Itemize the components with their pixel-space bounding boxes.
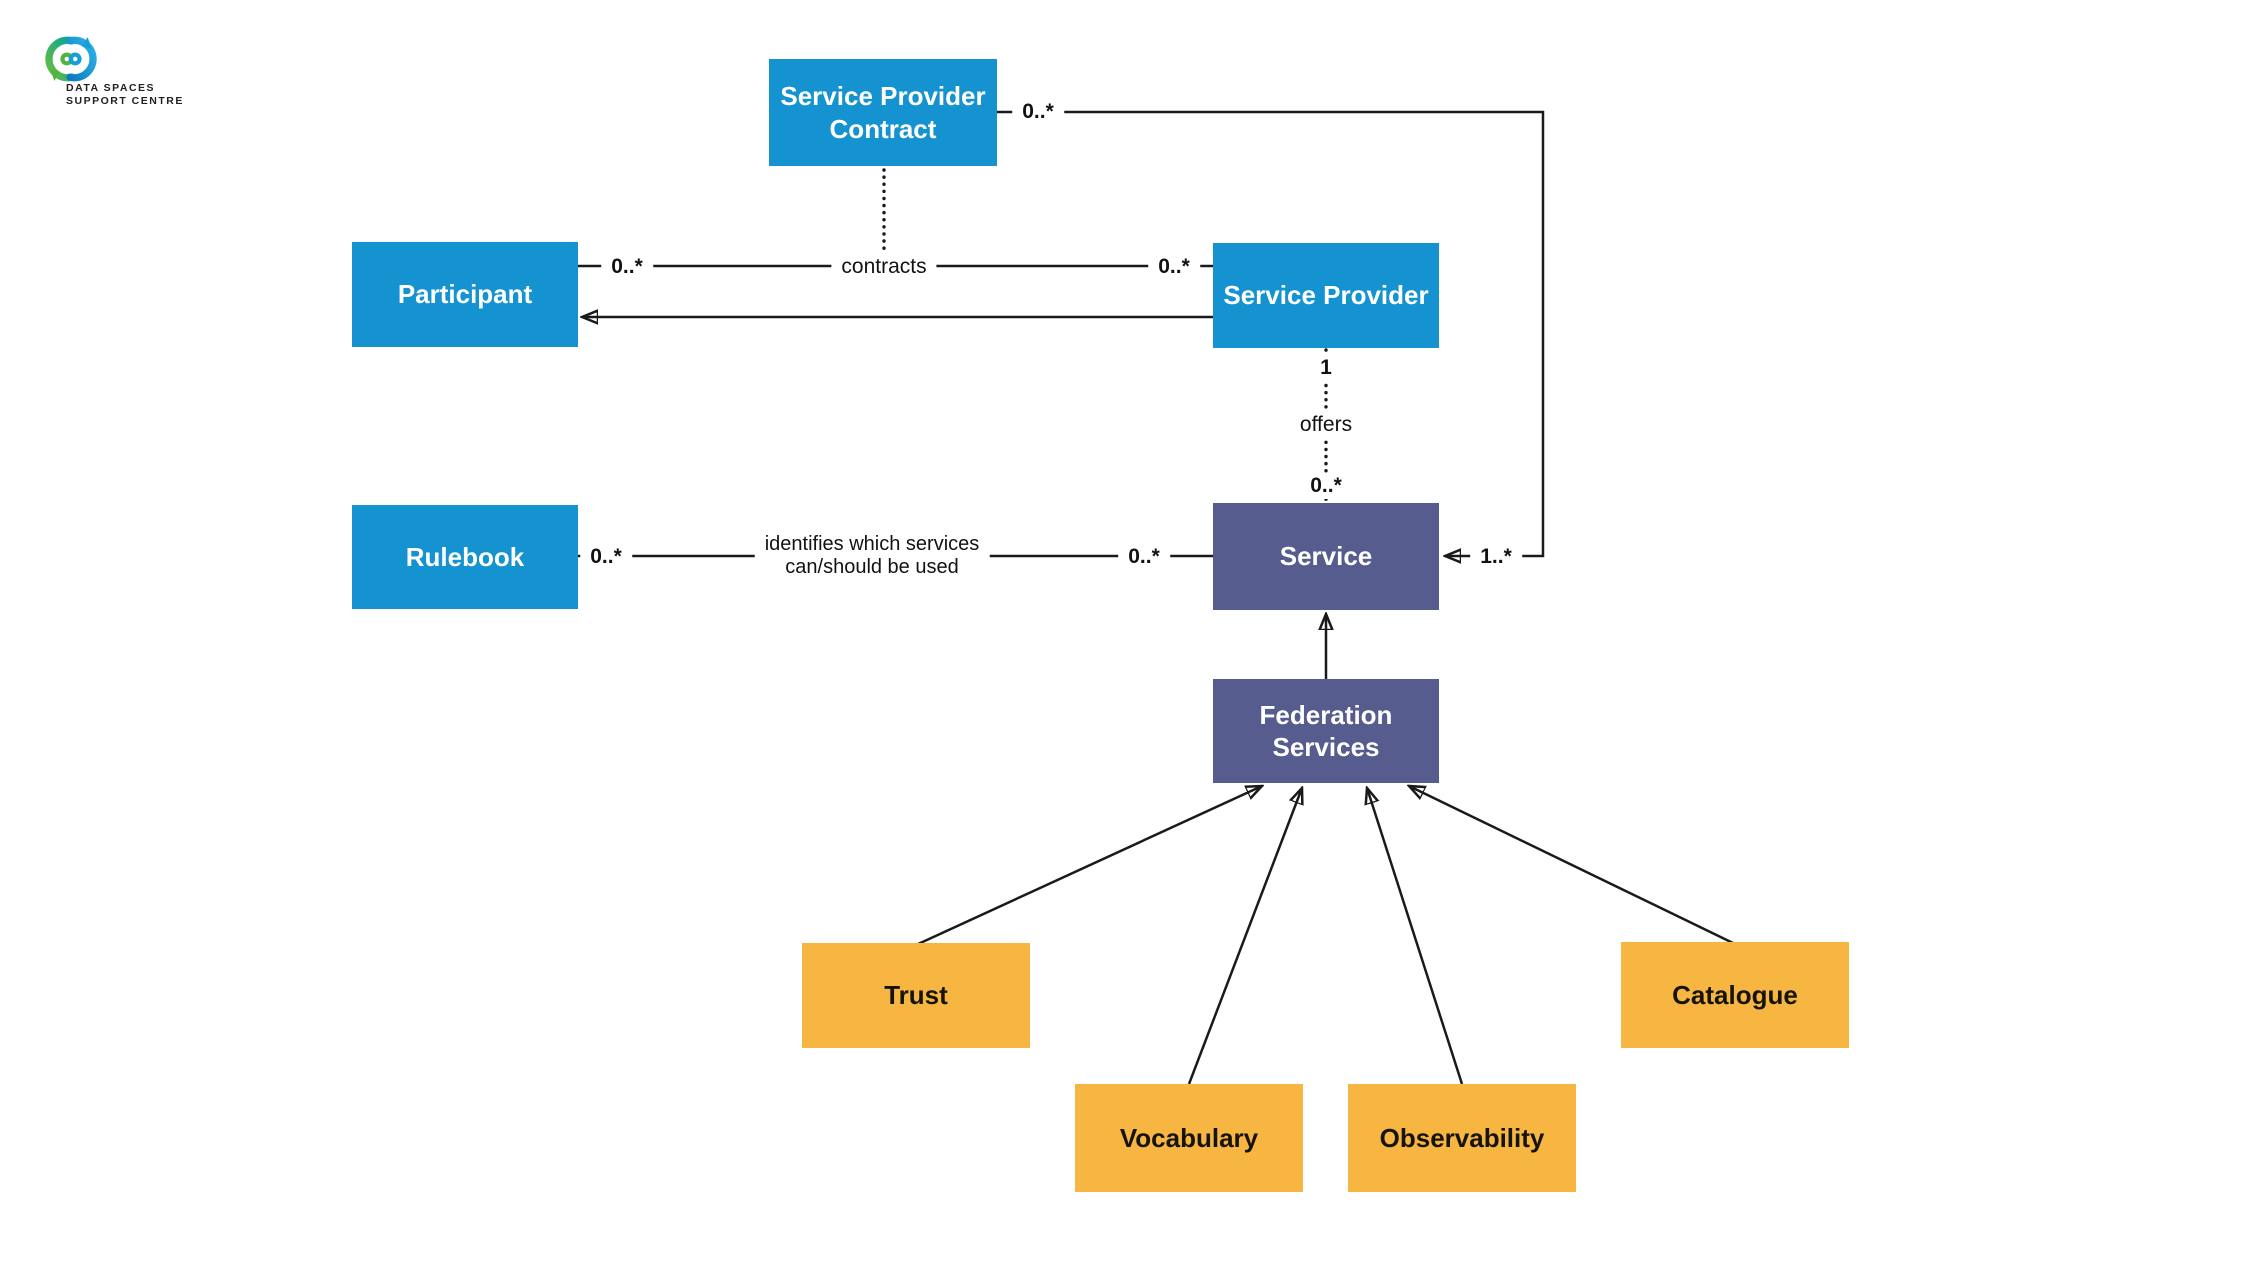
multiplicity-label: 0..* <box>580 544 632 570</box>
entity-rulebook: Rulebook <box>352 505 578 609</box>
relationship-note-identifies: identifies which services can/should be … <box>754 531 990 581</box>
dssc-logo-icon <box>45 36 97 82</box>
multiplicity-label: 0..* <box>1118 544 1170 570</box>
entity-label: Service <box>1279 541 1373 572</box>
multiplicity-label: 0..* <box>601 254 653 280</box>
entity-label: Rulebook <box>405 541 525 572</box>
entity-participant: Participant <box>352 242 578 347</box>
multiplicity-label: 0..* <box>1300 473 1352 499</box>
entity-label: Trust <box>884 980 948 1011</box>
entity-label: Service Provider <box>1223 280 1429 311</box>
entity-label: Vocabulary <box>1119 1122 1259 1153</box>
entity-service: Service <box>1213 503 1439 610</box>
edge-observability-to-federation <box>1367 788 1464 1085</box>
multiplicity-label: 1..* <box>1470 544 1522 570</box>
entity-service-provider: Service Provider <box>1213 243 1439 348</box>
multiplicity-label: 0..* <box>1148 254 1200 280</box>
entity-label: Service Provider Contract <box>780 81 986 144</box>
entity-label: Observability <box>1379 1122 1545 1153</box>
edge-trust-to-federation <box>915 786 1262 947</box>
multiplicity-label: 0..* <box>1012 99 1064 125</box>
entity-label: Federation Services <box>1259 699 1393 763</box>
entity-vocabulary: Vocabulary <box>1075 1084 1303 1192</box>
entity-label: Participant <box>397 279 533 310</box>
entity-federation-services: Federation Services <box>1213 679 1439 783</box>
relationship-label-contracts: contracts <box>831 254 937 280</box>
relationship-label-offers: offers <box>1289 412 1363 438</box>
multiplicity-label: 1 <box>1310 355 1342 381</box>
dssc-logo-text: DATA SPACES SUPPORT CENTRE <box>66 82 184 107</box>
entity-trust: Trust <box>802 943 1030 1048</box>
entity-service-provider-contract: Service Provider Contract <box>769 59 997 166</box>
edge-vocabulary-to-federation <box>1187 788 1302 1085</box>
entity-label: Catalogue <box>1672 979 1798 1010</box>
entity-catalogue: Catalogue <box>1621 942 1849 1048</box>
edge-catalogue-to-federation <box>1409 786 1736 946</box>
entity-observability: Observability <box>1348 1084 1576 1192</box>
